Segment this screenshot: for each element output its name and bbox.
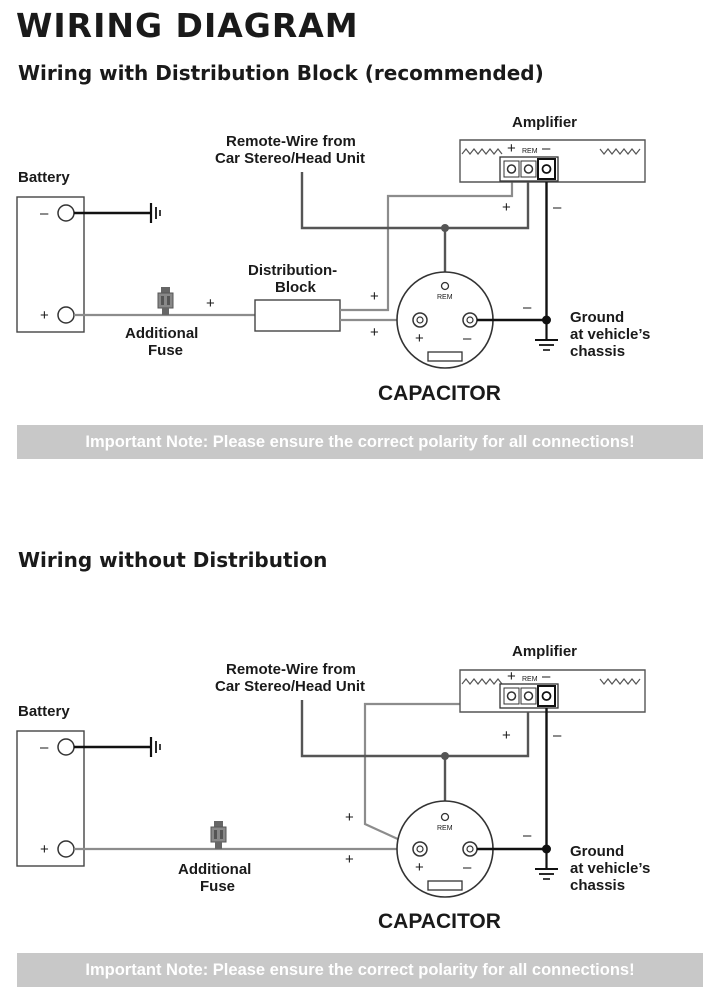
battery-box-2 xyxy=(16,730,85,867)
ground-label-line1-2: Ground xyxy=(570,843,624,860)
battery-negative-terminal xyxy=(57,204,75,222)
fuse-icon xyxy=(157,287,174,315)
ground-label-line3-2: chassis xyxy=(570,877,625,894)
section-title-with-distribution: Wiring with Distribution Block (recommen… xyxy=(18,61,544,85)
amp-wire-plus-sign: + xyxy=(502,199,511,216)
distribution-label-line1: Distribution- xyxy=(248,262,337,279)
remote-wire-label-line2-2: Car Stereo/Head Unit xyxy=(215,678,365,695)
amplifier-label: Amplifier xyxy=(512,114,577,131)
distribution-label-line2: Block xyxy=(275,279,317,296)
wire-plus-sign-2: + xyxy=(345,851,354,868)
capacitor-rem-label: REM xyxy=(437,294,453,301)
remote-wire-label-line1-2: Remote-Wire from xyxy=(226,661,356,678)
amp-plus-label-2: + xyxy=(507,668,516,685)
fuse-label-line1-2: Additional xyxy=(178,861,251,878)
chassis-ground-icon-2 xyxy=(535,849,558,880)
amplifier-fins-right xyxy=(599,148,641,155)
battery-minus-sign-2: – xyxy=(40,739,49,756)
fuse-label-line2-2: Fuse xyxy=(200,878,235,895)
capacitor-display xyxy=(427,351,463,362)
amplifier-fins-left-2 xyxy=(461,678,503,685)
ground-label-line3: chassis xyxy=(570,343,625,360)
capacitor-plus-sign-2: + xyxy=(415,859,424,876)
ground-label-line2: at vehicle’s xyxy=(570,326,650,343)
amplifier-fins-right-2 xyxy=(599,678,641,685)
capacitor-display-2 xyxy=(427,880,463,891)
cap-amp-plus-sign-2: + xyxy=(345,809,354,826)
battery-ground-icon xyxy=(149,203,161,223)
amplifier-fins-left xyxy=(461,148,503,155)
capacitor-rem-label-2: REM xyxy=(437,825,453,832)
diagram-with-distribution: Battery – + Additional Fuse + Distributi… xyxy=(16,114,650,405)
remote-wire-2 xyxy=(300,682,530,758)
diagram-without-distribution: Battery – + Additional Fuse + + Remote-W… xyxy=(16,643,650,933)
capacitor-plus-sign: + xyxy=(415,330,424,347)
capacitor-minus-sign: – xyxy=(463,330,472,347)
fuse-label-line2: Fuse xyxy=(148,342,183,359)
fuse-label-line1: Additional xyxy=(125,325,198,342)
block-amp-plus-sign: + xyxy=(370,288,379,305)
amp-wire-plus-sign-2: + xyxy=(502,727,511,744)
note-bar-section1: Important Note: Please ensure the correc… xyxy=(17,425,703,459)
block-cap-plus-sign: + xyxy=(370,324,379,341)
ground-minus-sign-2: – xyxy=(523,827,532,844)
battery-plus-sign-2: + xyxy=(40,841,49,858)
amp-wire-minus-sign: – xyxy=(553,199,562,216)
remote-wire-label-line1: Remote-Wire from xyxy=(226,133,356,150)
ground-label-line2-2: at vehicle’s xyxy=(570,860,650,877)
battery-negative-terminal-2 xyxy=(57,738,75,756)
page-title: WIRING DIAGRAM xyxy=(16,6,359,45)
fuse-icon-2 xyxy=(210,821,227,849)
amp-wire-minus-sign-2: – xyxy=(553,727,562,744)
battery-positive-terminal-2 xyxy=(57,840,75,858)
amp-plus-label: + xyxy=(507,140,516,157)
ground-minus-sign: – xyxy=(523,299,532,316)
wire-plus-sign: + xyxy=(206,295,215,312)
wire-block-to-amp-positive xyxy=(340,182,514,312)
capacitor-label-2: CAPACITOR xyxy=(378,910,501,933)
amp-rem-label: REM xyxy=(522,148,538,155)
capacitor-label: CAPACITOR xyxy=(378,382,501,405)
amp-minus-label: – xyxy=(542,140,551,157)
capacitor-rem-terminal-2 xyxy=(440,812,450,822)
amp-rem-label-2: REM xyxy=(522,676,538,683)
capacitor-minus-sign-2: – xyxy=(463,859,472,876)
remote-wire-label-line2: Car Stereo/Head Unit xyxy=(215,150,365,167)
battery-box xyxy=(16,196,85,333)
distribution-block xyxy=(254,299,341,332)
battery-label: Battery xyxy=(18,169,70,186)
battery-ground-icon-2 xyxy=(149,737,161,757)
battery-minus-sign: – xyxy=(40,205,49,222)
remote-wire xyxy=(300,172,530,230)
amplifier-label-2: Amplifier xyxy=(512,643,577,660)
ground-label-line1: Ground xyxy=(570,309,624,326)
battery-plus-sign: + xyxy=(40,307,49,324)
battery-positive-terminal xyxy=(57,306,75,324)
note-bar-section2: Important Note: Please ensure the correc… xyxy=(17,953,703,987)
section-title-without-distribution: Wiring without Distribution xyxy=(18,548,328,572)
chassis-ground-icon xyxy=(535,320,558,351)
battery-label-2: Battery xyxy=(18,703,70,720)
amp-minus-label-2: – xyxy=(542,668,551,685)
capacitor-rem-terminal xyxy=(440,281,450,291)
